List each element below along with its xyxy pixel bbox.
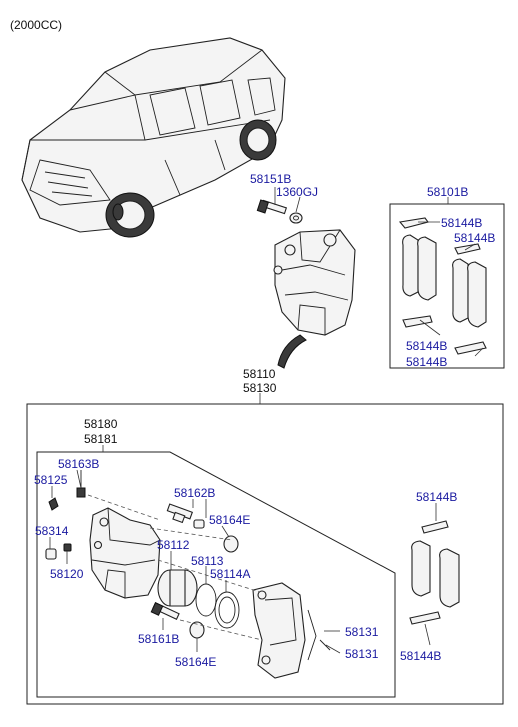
label-58164E-a[interactable]: 58164E xyxy=(209,513,250,527)
label-58144B-e[interactable]: 58144B xyxy=(416,490,457,504)
label-58112[interactable]: 58112 xyxy=(157,538,190,552)
label-58180[interactable]: 58180 xyxy=(84,417,118,431)
boot-58114A xyxy=(214,591,240,629)
caliper-upper xyxy=(273,229,356,336)
label-58131-b[interactable]: 58131 xyxy=(345,647,379,661)
label-1360GJ[interactable]: 1360GJ xyxy=(276,185,318,199)
label-58164E-b[interactable]: 58164E xyxy=(175,655,216,669)
caliper-body-lower xyxy=(89,507,161,599)
label-58101B[interactable]: 58101B xyxy=(427,185,468,199)
bolt-58120 xyxy=(63,543,72,552)
pad-kit-box xyxy=(389,203,505,369)
outer-assembly-box xyxy=(26,403,504,705)
label-58131-a[interactable]: 58131 xyxy=(345,625,379,639)
bolt-58151B xyxy=(256,199,288,215)
carrier-bracket xyxy=(252,582,306,679)
label-58161B[interactable]: 58161B xyxy=(138,632,179,646)
leader-1360GJ xyxy=(295,196,301,213)
car-illustration xyxy=(21,37,286,238)
cap-58125 xyxy=(48,497,59,511)
label-58314[interactable]: 58314 xyxy=(35,524,69,538)
boot-58164E-upper xyxy=(223,535,239,553)
label-58144B-c[interactable]: 58144B xyxy=(406,339,447,353)
label-58110[interactable]: 58110 xyxy=(243,367,276,381)
arrow-pointer xyxy=(277,334,307,369)
piston-58112 xyxy=(157,569,198,607)
label-58144B-f[interactable]: 58144B xyxy=(400,649,441,663)
pad-kit-parts xyxy=(398,217,487,355)
label-58120[interactable]: 58120 xyxy=(50,567,84,581)
pin-58161B xyxy=(150,602,180,620)
seal-58113 xyxy=(195,583,217,617)
guide-pins-58162B xyxy=(166,503,205,529)
clips-58131 xyxy=(307,609,331,661)
engine-label: (2000CC) xyxy=(10,18,62,32)
pads-lower xyxy=(409,520,460,625)
label-58163B[interactable]: 58163B xyxy=(58,457,99,471)
label-58113[interactable]: 58113 xyxy=(191,554,224,568)
label-58144B-a[interactable]: 58144B xyxy=(441,216,482,230)
washer-1360GJ xyxy=(289,212,303,224)
label-58144B-d[interactable]: 58144B xyxy=(406,355,447,369)
nut-58314 xyxy=(45,548,57,560)
label-58114A[interactable]: 58114A xyxy=(210,567,250,581)
label-58181[interactable]: 58181 xyxy=(84,432,118,446)
inner-assembly-box xyxy=(36,451,396,698)
label-58162B[interactable]: 58162B xyxy=(174,486,215,500)
label-58130[interactable]: 58130 xyxy=(243,381,277,395)
label-58144B-b[interactable]: 58144B xyxy=(454,231,495,245)
label-58151B[interactable]: 58151B xyxy=(250,172,291,186)
label-58125[interactable]: 58125 xyxy=(34,473,68,487)
